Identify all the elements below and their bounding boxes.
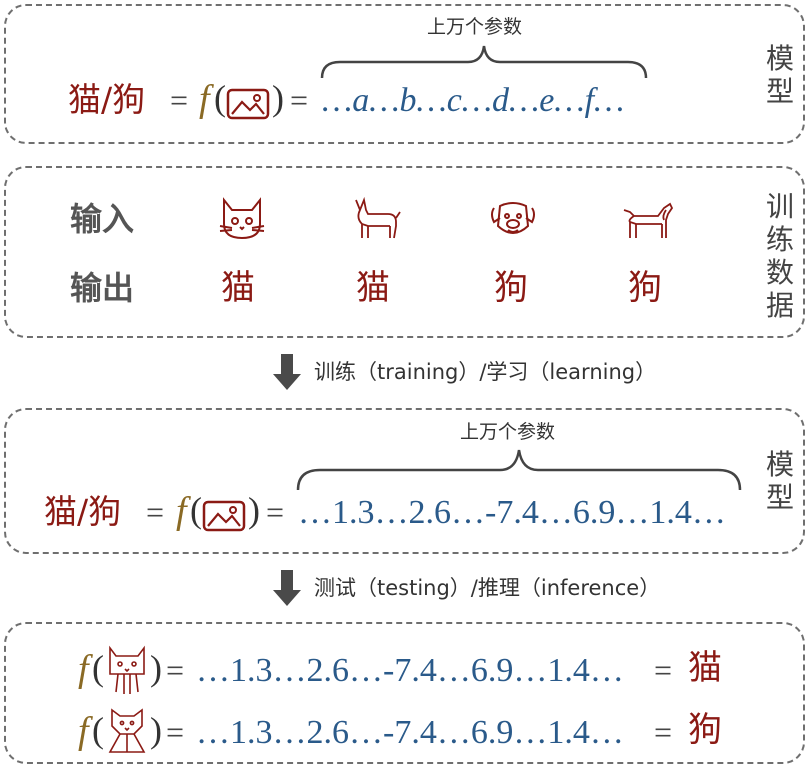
lhs-label-2: 猫/狗 bbox=[44, 492, 122, 531]
brace-label-1: 上万个参数 bbox=[427, 16, 523, 38]
input-label: 输入 bbox=[70, 200, 135, 238]
paren-open-1: ( bbox=[214, 78, 226, 118]
output-dog-2: 狗 bbox=[628, 268, 662, 308]
testing-box bbox=[4, 622, 805, 764]
spaniel-icon bbox=[623, 202, 674, 238]
test-equals-2: = bbox=[166, 714, 185, 750]
output-cat-1: 猫 bbox=[221, 268, 255, 308]
func-f-2: f bbox=[176, 490, 187, 532]
side-label-model-1: 模型 bbox=[765, 42, 794, 109]
testing-arrow-label: 测试（testing）/推理（inference） bbox=[314, 576, 661, 600]
corgi-icon bbox=[355, 196, 401, 239]
test-paren-close-1: ) bbox=[150, 648, 162, 688]
cat-face-icon bbox=[219, 197, 265, 240]
curly-brace-1 bbox=[320, 45, 648, 79]
output-cat-2: 猫 bbox=[356, 268, 390, 308]
brace-label-2: 上万个参数 bbox=[460, 421, 556, 443]
test-result-dog: 狗 bbox=[688, 710, 722, 750]
test-paren-open-1: ( bbox=[92, 648, 104, 688]
paren-close-2: ) bbox=[248, 490, 260, 530]
model-box-2 bbox=[4, 408, 805, 554]
output-label: 输出 bbox=[70, 269, 135, 307]
test-func-f-2: f bbox=[78, 710, 89, 752]
image-icon-2 bbox=[202, 500, 246, 532]
image-icon-1 bbox=[226, 88, 270, 120]
test-paren-open-2: ( bbox=[92, 710, 104, 750]
test-equals-2b: = bbox=[654, 714, 673, 750]
model-box-1 bbox=[4, 4, 805, 144]
side-label-training-data: 训练数据 bbox=[765, 190, 794, 323]
test-params-1: …1.3…2.6…-7.4…6.9…1.4… bbox=[196, 652, 624, 689]
down-arrow-icon-1 bbox=[273, 354, 301, 390]
side-label-model-2: 模型 bbox=[765, 448, 794, 515]
param-list-1: …a…b…c…d…e…f… bbox=[322, 82, 625, 119]
dog-face-icon bbox=[491, 202, 535, 234]
dog-sketch-icon bbox=[108, 708, 146, 753]
paren-close-1: ) bbox=[272, 78, 284, 118]
test-params-2: …1.3…2.6…-7.4…6.9…1.4… bbox=[196, 714, 624, 751]
paren-open-2: ( bbox=[190, 490, 202, 530]
equals-1: = bbox=[170, 82, 189, 118]
training-data-box bbox=[4, 166, 805, 338]
test-equals-1b: = bbox=[654, 652, 673, 688]
cat-sketch-icon bbox=[109, 645, 145, 694]
test-func-f-1: f bbox=[78, 648, 89, 690]
lhs-label-1: 猫/狗 bbox=[68, 80, 146, 119]
test-equals-1: = bbox=[166, 652, 185, 688]
equals-1b: = bbox=[290, 82, 309, 118]
training-arrow-label: 训练（training）/学习（learning） bbox=[314, 360, 657, 384]
curly-brace-2 bbox=[296, 449, 742, 491]
func-f-1: f bbox=[199, 78, 210, 120]
down-arrow-icon-2 bbox=[273, 570, 301, 606]
test-paren-close-2: ) bbox=[150, 710, 162, 750]
equals-2b: = bbox=[266, 494, 285, 530]
output-dog-1: 狗 bbox=[494, 268, 528, 308]
param-values-2: …1.3…2.6…-7.4…6.9…1.4… bbox=[298, 494, 726, 531]
test-result-cat: 猫 bbox=[688, 648, 722, 688]
equals-2: = bbox=[146, 494, 165, 530]
